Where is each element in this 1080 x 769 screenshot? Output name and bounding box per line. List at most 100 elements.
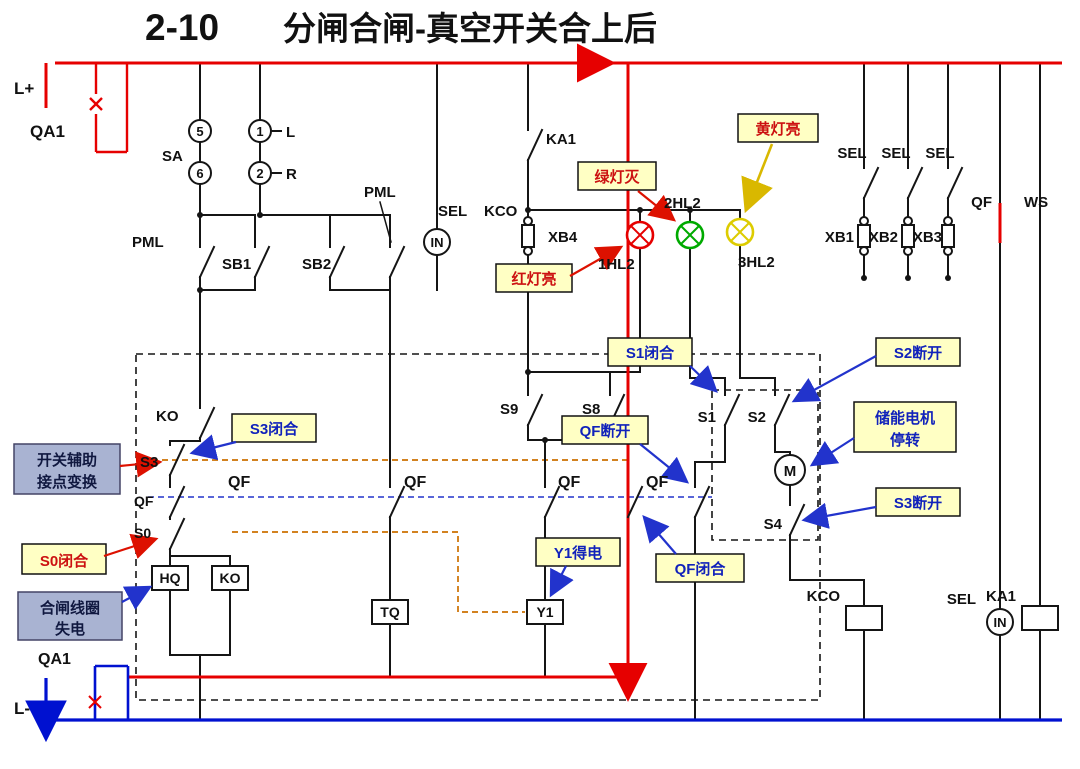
arrow-red-lamp [569,245,624,277]
kco-coil-box [845,605,883,631]
y1-box-label: Y1 [536,604,553,620]
junction [257,212,263,218]
callout-yellow-lamp-on [737,113,819,143]
sa-contact-1 [248,119,272,143]
junction [525,207,531,213]
s1-s2-motor-wires [693,393,865,721]
callout-red-lamp-on [495,263,573,293]
callout-s1-closed [607,337,693,367]
callout-aux-line1: 开关辅助 [37,451,97,469]
xb1-label: XB1 [825,229,854,246]
storage-motor [774,454,806,486]
ka1-bottom-label: KA1 [986,588,1016,605]
callout-s3-closed-text: S3闭合 [250,420,299,438]
arrow-qf-closed [642,515,677,555]
callout-y1-energized [535,537,621,567]
lamp-1hl2-x [630,225,650,245]
xb4-terminal [523,246,533,256]
page-title-number: 2-10 [145,7,219,48]
s0-label: S0 [134,525,151,541]
ko-coil-box [211,565,249,591]
s1-label: S1 [698,409,716,426]
y1-coil-box [526,599,564,625]
arrow-motor [809,437,855,467]
tq-coil-box [371,599,409,625]
arrow-s3-closed [189,434,237,461]
sa-l-terminal: L [286,124,295,141]
sa-1: 1 [256,124,263,139]
hq-box-label: HQ [160,570,181,586]
qa1-bottom-symbol [93,664,130,720]
left-column-wires [168,406,231,721]
sel-bottom-label: SEL [947,591,976,608]
qf-main-contact [626,485,644,519]
sa-label: SA [162,148,183,165]
qf2-label: QF [404,474,426,491]
pml-sb-wires [198,201,406,488]
outer-dashed-box [135,353,821,701]
junction [197,287,203,293]
in-meter-bottom [986,608,1014,636]
arrow-s2 [791,355,877,403]
lamp-2hl2-x [680,225,700,245]
junction [687,207,693,213]
callout-y1-text: Y1得电 [554,544,602,562]
orange-dashed-path-y1 [232,531,525,613]
lamp-3hl2-x [730,222,750,242]
pml-top-label: PML [364,184,396,201]
in-meter-top [423,228,451,256]
arrow-s4 [801,502,877,529]
qa1-top-label: QA1 [30,122,65,141]
callout-s3-open-text: S3断开 [894,494,942,512]
qf4-label: QF [646,474,668,491]
sa-r-terminal: R [286,166,297,183]
junction [637,207,643,213]
sa-selector-wires [199,62,282,248]
qf1-label: QF [228,474,250,491]
hq-coil-box [151,565,189,591]
xb4-terminal [523,216,533,226]
arrow-green-lamp [637,190,677,222]
callout-s2-open-text: S2断开 [894,344,942,362]
sel-r1-label: SEL [837,145,866,162]
callout-s0-closed [21,543,107,575]
kco-top-label: KCO [484,203,518,220]
tq-box-label: TQ [380,604,400,620]
arrow-s0 [103,533,159,559]
arrow-aux [119,451,163,478]
callout-yellow-on-text: 黄灯亮 [755,120,800,138]
motor-label: M [784,463,797,480]
arrow-s1 [689,365,718,393]
sa-5: 5 [196,124,203,139]
callout-coil-deenergized [17,591,123,641]
callout-s3-closed [231,413,317,443]
qf-ws-columns [863,62,1041,721]
s9-label: S9 [500,401,518,418]
sb2-label: SB2 [302,256,331,273]
callout-coil-line2: 失电 [55,620,85,638]
xb-links [857,216,955,281]
negative-rail-group [25,664,1062,743]
kco-bottom-label: KCO [807,588,841,605]
callout-s2-open [875,337,961,367]
ko-box-label: KO [220,570,241,586]
qa1-bottom-label: QA1 [38,651,71,668]
l-plus-label: L+ [14,79,34,98]
hl1-label: 1HL2 [598,256,635,273]
page-title: 分闸合闸-真空开关合上后 [283,10,657,47]
callout-s1-closed-text: S1闭合 [626,344,675,362]
callout-motor-stop [853,401,957,453]
qf-left-label: QF [134,493,154,509]
callout-aux-contact [13,443,121,495]
xb4-label: XB4 [548,229,578,246]
sel-xb-wires [862,62,964,279]
sa-contact-5 [188,119,212,143]
callout-green-off-text: 绿灯灭 [594,168,640,186]
ka1-top-label: KA1 [546,131,576,148]
qf3-label: QF [558,474,580,491]
callout-s3-open [875,487,961,517]
hl3-label: 3HL2 [738,254,775,271]
callout-green-lamp-off [577,161,657,191]
sa-contact-6 [188,161,212,185]
arrow-qf-open [639,443,690,484]
